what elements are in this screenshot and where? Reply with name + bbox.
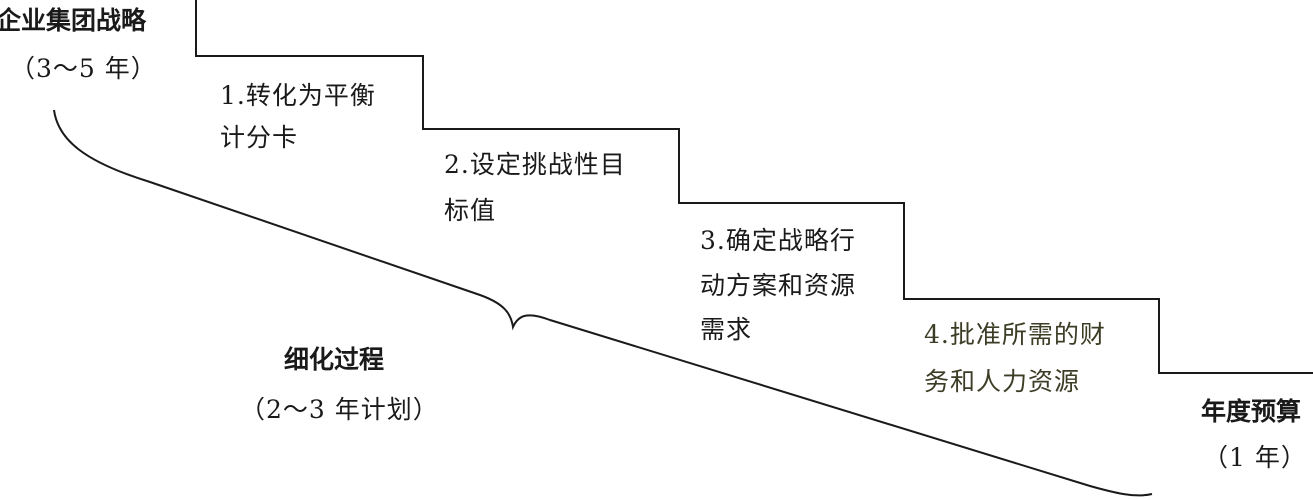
brace-curve [53,109,1153,497]
step-4-label: 4.批准所需的财 务和人力资源 [924,320,1106,396]
refinement-process-title: 细化过程 [284,345,385,374]
step-3-label: 3.确定战略行 动方案和资源 需求 [700,226,857,344]
corporate-strategy-label: 企业集团战略 [0,4,146,38]
corporate-strategy-title: 企业集团战略 [0,6,147,35]
corporate-strategy-period: （3～5 年） [10,54,157,83]
staircase-line [195,0,1313,374]
annual-budget-title: 年度预算 [1201,397,1302,426]
step-2-label: 2.设定挑战性目 标值 [444,150,626,225]
refinement-process-period: （2～3 年计划） [240,395,439,424]
annual-budget-period: （1 年） [1203,443,1307,472]
step-1-label: 1.转化为平衡 计分卡 [220,81,376,152]
